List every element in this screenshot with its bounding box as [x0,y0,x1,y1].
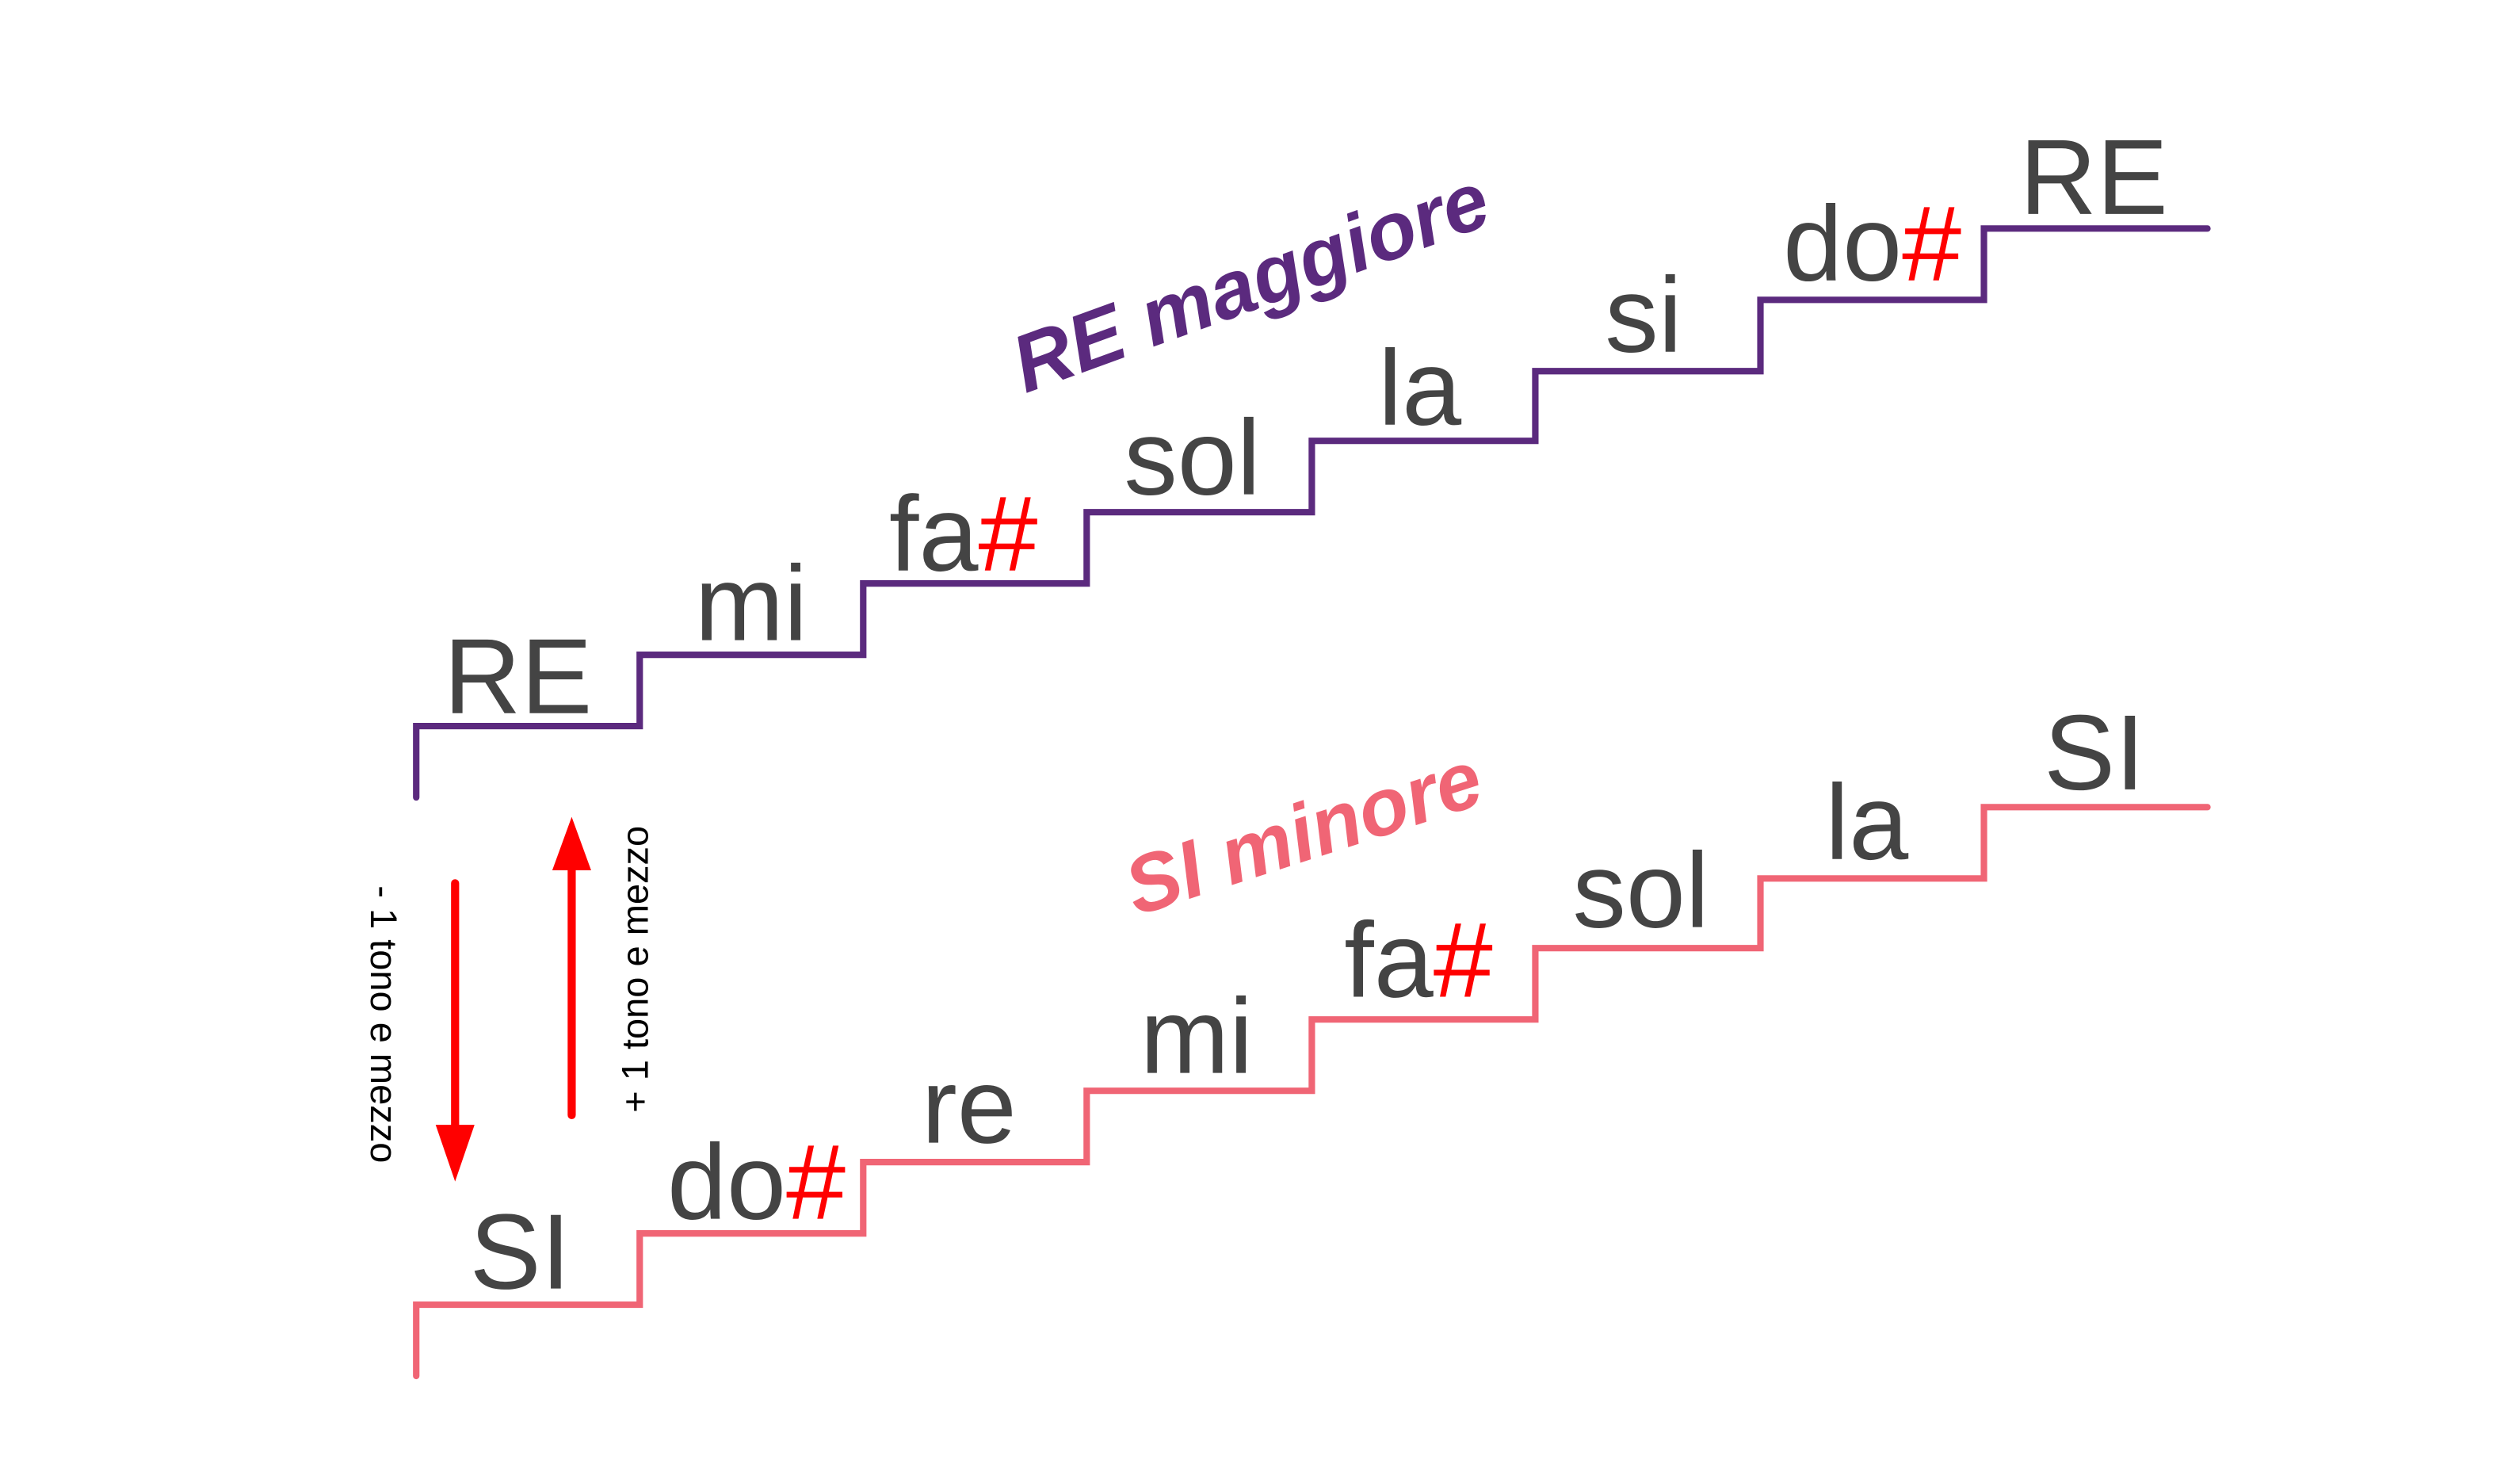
major-note: la [1378,328,1462,448]
sharp-sign: # [1434,900,1493,1020]
minor-note: fa# [1344,900,1492,1020]
up-arrow-icon [552,816,591,1119]
sharp-sign: # [786,1122,846,1242]
major-note: fa# [889,474,1037,594]
minor-note: SI [470,1192,571,1312]
down-arrow-icon [435,879,475,1182]
major-scale-staircase [413,225,2211,801]
minor-note: re [922,1046,1017,1166]
minor-note: la [1825,763,1909,882]
sharp-sign: # [978,474,1037,594]
minor-note: sol [1572,831,1709,950]
minor-note: do# [667,1122,846,1242]
major-note: do# [1783,184,1961,304]
minor-scale-staircase [413,804,2211,1380]
sharp-sign: # [1902,184,1961,304]
major-note: RE [444,617,592,736]
major-note: si [1605,255,1682,375]
major-note: sol [1124,398,1260,518]
up-interval-label: + 1 tono e mezzo [613,826,655,1113]
major-note: mi [695,544,808,663]
major-note: RE [2019,117,2167,237]
minor-note: SI [2044,693,2144,812]
minor-note: mi [1140,977,1253,1096]
down-interval-label: - 1 tono e mezzo [363,885,405,1163]
